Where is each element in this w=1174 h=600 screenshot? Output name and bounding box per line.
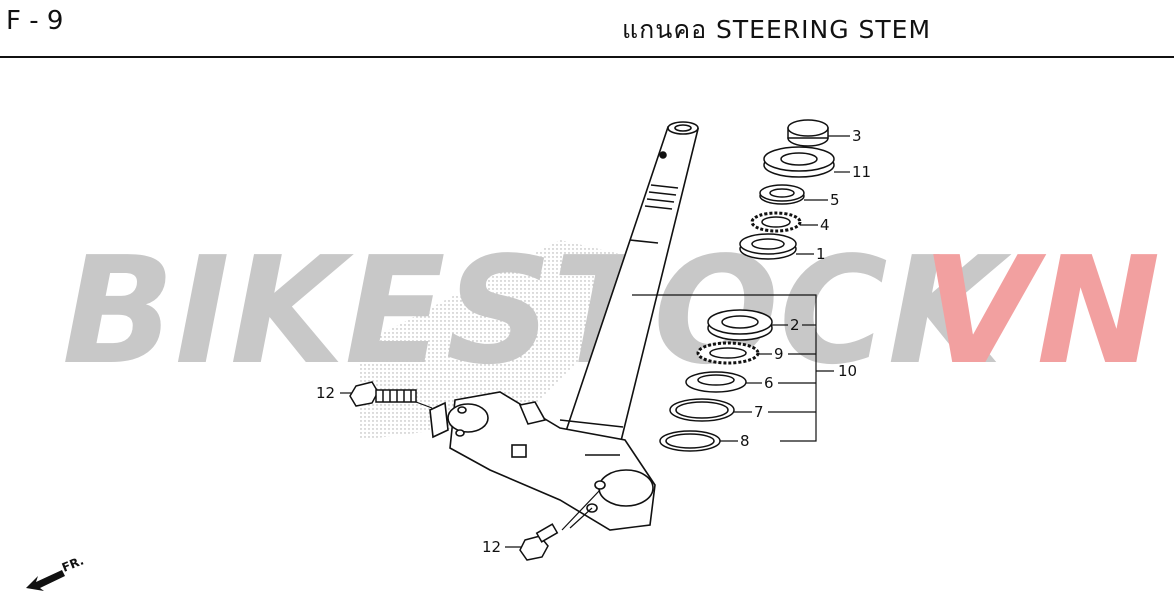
callouts: 3 11 5 4 1 2 9 6 7 8 10 12 12 (316, 127, 871, 556)
callout-6: 6 (764, 374, 774, 392)
parts-column (659, 119, 835, 452)
front-label: FR. (60, 553, 86, 574)
callout-10: 10 (838, 362, 857, 380)
callout-8: 8 (740, 432, 750, 450)
callout-12-upper: 12 (316, 384, 335, 402)
bolt-upper (349, 381, 417, 407)
callout-3: 3 (852, 127, 862, 145)
callout-4: 4 (820, 216, 830, 234)
watermark-red: VN (922, 225, 1160, 397)
page-code: F - 9 (6, 6, 64, 36)
callout-5: 5 (830, 191, 840, 209)
callout-7: 7 (754, 403, 764, 421)
watermark-gray: BIKESTOCK (62, 225, 1012, 397)
watermark: BIKESTOCK VN (62, 225, 1160, 397)
callout-12-lower: 12 (482, 538, 501, 556)
leader-lines (340, 135, 850, 548)
callout-9: 9 (774, 345, 784, 363)
header-divider (0, 56, 1174, 58)
dotted-shadow (360, 240, 640, 440)
front-direction-indicator: FR. (26, 553, 86, 591)
callout-2: 2 (790, 316, 800, 334)
bottom-bridge-part (429, 391, 656, 531)
callout-1: 1 (816, 245, 826, 263)
bolt-lower (519, 523, 559, 561)
callout-11: 11 (852, 163, 871, 181)
page-title: แกนคอ STEERING STEM (622, 15, 932, 44)
arrow-icon (26, 570, 65, 591)
